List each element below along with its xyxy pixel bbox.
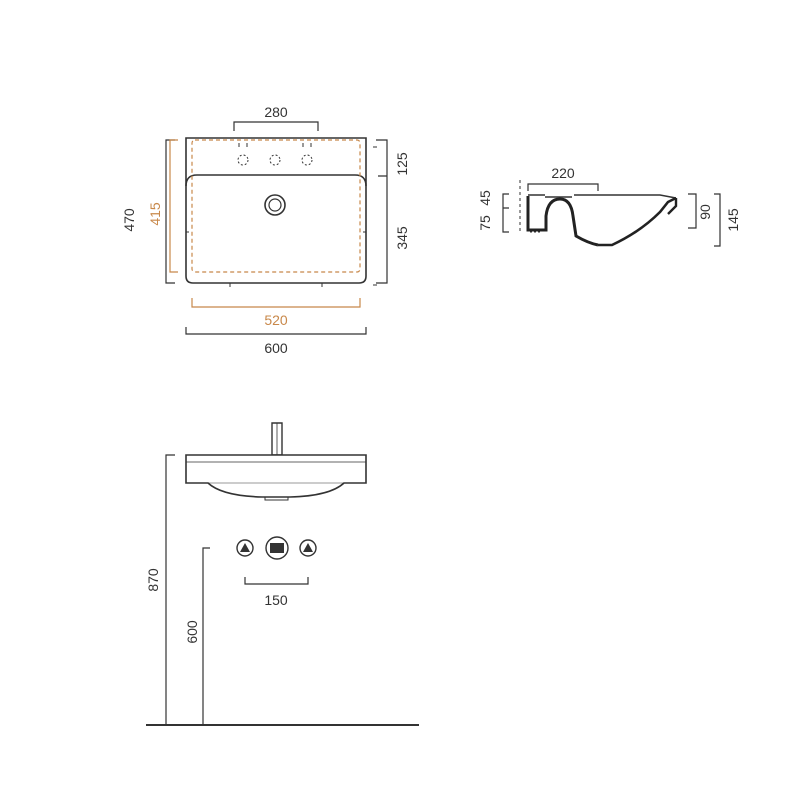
dim-label-bowl-depth: 345 — [394, 226, 410, 250]
tap-hole-center — [269, 154, 281, 166]
dim-line-bowl-height — [688, 193, 697, 229]
dim-label-inner-width: 520 — [264, 312, 288, 328]
tap-hole-right — [301, 154, 313, 166]
dim-line-inner-width — [191, 298, 361, 308]
section-back-wall — [526, 196, 599, 247]
dim-line-valve-height — [202, 547, 210, 725]
dim-line-overall-height — [714, 193, 721, 247]
dim-label-bowl-height: 90 — [697, 204, 713, 220]
dim-label-basin-height: 870 — [145, 568, 161, 592]
dim-line-overall-width — [185, 327, 367, 335]
top-view: 280 470 415 125 345 520 600 — [121, 104, 410, 356]
dim-label-tap-spacing: 280 — [264, 104, 288, 120]
dim-line-rim-front — [502, 193, 509, 233]
dim-label-overall-depth: 470 — [121, 208, 137, 232]
dim-line-deck-bowl — [376, 139, 388, 284]
dim-label-valve-spacing: 150 — [264, 592, 288, 608]
elevation-view: 150 600 870 — [145, 422, 419, 726]
valve-center — [265, 536, 289, 560]
dim-label-inner-depth: 415 — [147, 202, 163, 226]
dim-label-deck-depth: 125 — [394, 152, 410, 176]
drain-inner — [268, 198, 282, 212]
bowl-edge — [185, 174, 367, 187]
dim-label-front-height: 75 — [477, 215, 493, 231]
dim-label-valve-height: 600 — [184, 620, 200, 644]
valve-right — [299, 539, 317, 557]
tap-hole-left — [237, 154, 249, 166]
dim-line-valve-spacing — [244, 577, 309, 585]
dim-line-inner-depth — [169, 139, 178, 273]
basin-front — [185, 454, 367, 498]
dim-label-rim-height: 45 — [477, 190, 493, 206]
dim-label-overall-height: 145 — [725, 208, 741, 232]
section-view: 220 75 45 90 145 — [477, 165, 741, 247]
valve-left — [236, 539, 254, 557]
dim-label-bowl-width: 220 — [551, 165, 575, 181]
dim-line-basin-height — [165, 454, 175, 725]
dim-line-tap-spacing — [233, 121, 319, 131]
section-rim — [528, 194, 677, 199]
drain-outer — [264, 194, 286, 216]
dim-label-overall-width: 600 — [264, 340, 288, 356]
dim-line-bowl-width — [527, 183, 599, 191]
inner-dashed-outline — [191, 139, 361, 273]
basin-outline — [185, 137, 367, 284]
section-bowl-curve — [598, 196, 677, 247]
section-front-lip — [667, 198, 678, 215]
